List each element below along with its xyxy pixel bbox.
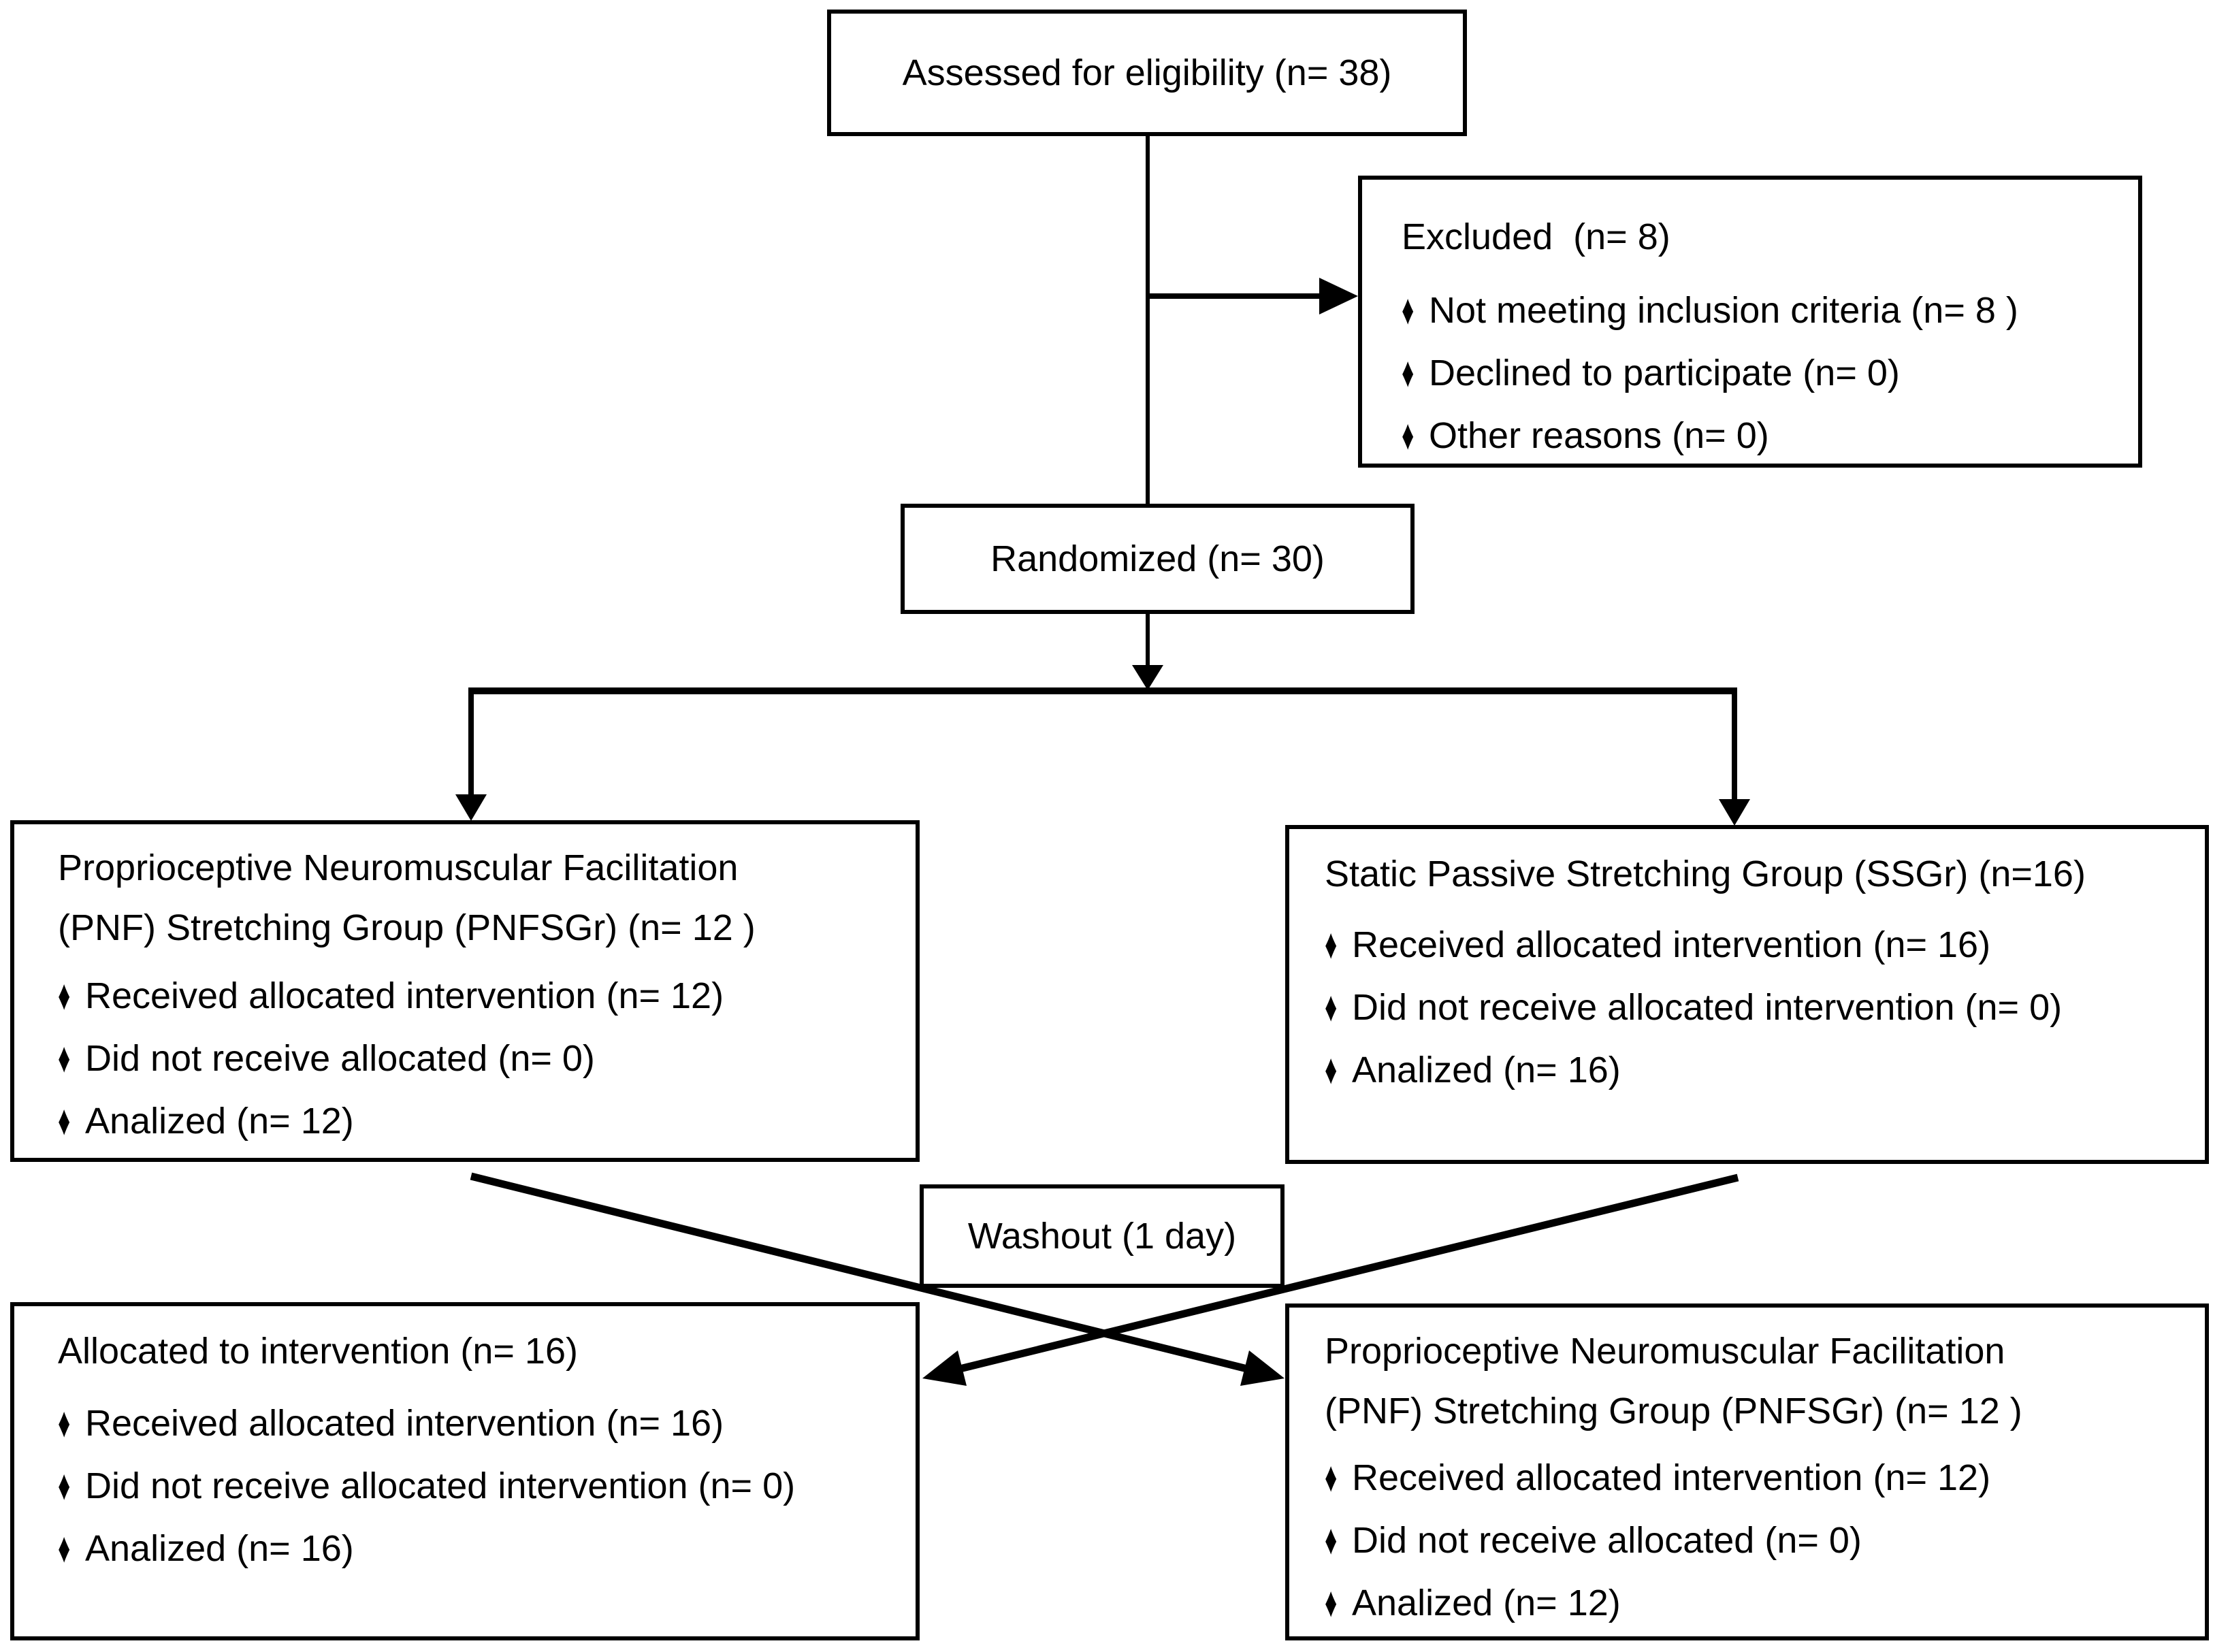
pnf-group-bullet-1-text: Received allocated intervention (n= 12) [85, 975, 724, 1016]
arrowhead-excluded [1319, 278, 1358, 314]
allocated-bullet-1-text: Received allocated intervention (n= 16) [85, 1402, 724, 1444]
randomized-label: Randomized (n= 30) [990, 538, 1325, 579]
pnf-crossover-bullet-3: ♦ Analized (n= 12) [1325, 1579, 1621, 1626]
ssg-group-bullet-1-text: Received allocated intervention (n= 16) [1352, 924, 1991, 965]
allocated-bullet-2: ♦ Did not receive allocated intervention… [58, 1462, 796, 1509]
pnf-group-bullet-3: ♦ Analized (n= 12) [58, 1097, 354, 1144]
pnf-crossover-bullet-3-text: Analized (n= 12) [1352, 1582, 1621, 1623]
arrowhead-crossover-left [922, 1350, 967, 1386]
excluded-bullet-3-text: Other reasons (n= 0) [1429, 415, 1769, 456]
pnf-group-bullet-2-text: Did not receive allocated (n= 0) [85, 1037, 595, 1079]
excluded-bullet-1-text: Not meeting inclusion criteria (n= 8 ) [1429, 289, 2018, 331]
ssg-group-box: Static Passive Stretching Group (SSGr) (… [1285, 825, 2209, 1164]
ssg-group-title-line: Static Passive Stretching Group (SSGr) (… [1325, 854, 2086, 894]
pnf-group-title-line1: Proprioceptive Neuromuscular Facilitatio… [58, 847, 739, 888]
allocated-bullet-1: ♦ Received allocated intervention (n= 16… [58, 1399, 724, 1446]
excluded-box: Excluded (n= 8) ♦ Not meeting inclusion … [1358, 176, 2142, 468]
allocated-intervention-box: Allocated to intervention (n= 16) ♦ Rece… [10, 1302, 920, 1640]
pnf-crossover-box: Proprioceptive Neuromuscular Facilitatio… [1285, 1303, 2209, 1640]
ssg-group-bullet-2: ♦ Did not receive allocated intervention… [1325, 984, 2063, 1031]
arrowhead-randomized-down [1132, 665, 1163, 690]
excluded-bullet-3: ♦ Other reasons (n= 0) [1402, 412, 1769, 459]
allocated-intervention-title: Allocated to intervention (n= 16) [58, 1321, 895, 1381]
excluded-bullet-2: ♦ Declined to participate (n= 0) [1402, 349, 1900, 396]
allocated-bullet-3-text: Analized (n= 16) [85, 1527, 354, 1569]
arrowhead-right-group [1719, 799, 1750, 826]
excluded-bullet-2-text: Declined to participate (n= 0) [1429, 352, 1900, 393]
allocated-bullet-2-text: Did not receive allocated intervention (… [85, 1465, 796, 1506]
pnf-group-title: Proprioceptive Neuromuscular Facilitatio… [58, 838, 895, 958]
line-crossover-right-to-left [958, 1173, 1739, 1373]
ssg-group-bullet-2-text: Did not receive allocated intervention (… [1352, 986, 2063, 1028]
pnf-group-bullet-3-text: Analized (n= 12) [85, 1100, 354, 1141]
washout-label: Washout (1 day) [967, 1215, 1237, 1257]
arrowhead-crossover-right [1240, 1350, 1285, 1386]
pnf-group-box: Proprioceptive Neuromuscular Facilitatio… [10, 820, 920, 1162]
allocated-bullet-3: ♦ Analized (n= 16) [58, 1525, 354, 1572]
randomized-box: Randomized (n= 30) [901, 504, 1415, 614]
assessed-eligibility-label: Assessed for eligibility (n= 38) [902, 52, 1392, 93]
assessed-eligibility-box: Assessed for eligibility (n= 38) [827, 10, 1467, 136]
pnf-crossover-title: Proprioceptive Neuromuscular Facilitatio… [1325, 1321, 2184, 1441]
line-crossover-left-to-right [470, 1172, 1248, 1373]
pnf-crossover-title-line2: (PNF) Stretching Group (PNFSGr) (n= 12 ) [1325, 1391, 2022, 1431]
pnf-group-bullet-1: ♦ Received allocated intervention (n= 12… [58, 972, 724, 1019]
washout-box: Washout (1 day) [920, 1184, 1285, 1288]
ssg-group-bullet-3-text: Analized (n= 16) [1352, 1049, 1621, 1090]
pnf-crossover-bullet-2: ♦ Did not receive allocated (n= 0) [1325, 1517, 1862, 1564]
arrowhead-left-group [455, 794, 487, 821]
pnf-group-bullet-2: ♦ Did not receive allocated (n= 0) [58, 1035, 595, 1082]
pnf-crossover-title-line1: Proprioceptive Neuromuscular Facilitatio… [1325, 1331, 2005, 1372]
excluded-title-line: Excluded (n= 8) [1402, 216, 1670, 257]
pnf-crossover-bullet-1-text: Received allocated intervention (n= 12) [1352, 1457, 1991, 1498]
allocated-intervention-title-line: Allocated to intervention (n= 16) [58, 1331, 578, 1372]
pnf-crossover-bullet-1: ♦ Received allocated intervention (n= 12… [1325, 1454, 1991, 1501]
ssg-group-bullet-3: ♦ Analized (n= 16) [1325, 1046, 1621, 1093]
pnf-group-title-line2: (PNF) Stretching Group (PNFSGr) (n= 12 ) [58, 907, 756, 948]
ssg-group-title: Static Passive Stretching Group (SSGr) (… [1325, 844, 2184, 904]
ssg-group-bullet-1: ♦ Received allocated intervention (n= 16… [1325, 921, 1991, 968]
excluded-bullet-1: ♦ Not meeting inclusion criteria (n= 8 ) [1402, 287, 2018, 334]
pnf-crossover-bullet-2-text: Did not receive allocated (n= 0) [1352, 1519, 1862, 1561]
excluded-title: Excluded (n= 8) [1402, 207, 2118, 267]
